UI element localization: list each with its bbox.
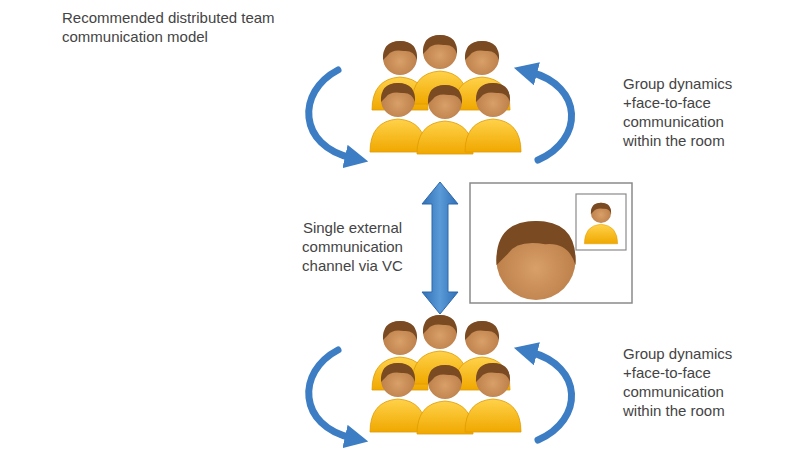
group-caption: Group dynamics +face-to-face communicati… [623, 344, 748, 420]
group-node: Group dynamics +face-to-face communicati… [360, 318, 790, 450]
team-group [370, 35, 521, 154]
group-node: Group dynamics +face-to-face communicati… [360, 38, 790, 178]
double-arrow [422, 182, 458, 314]
team-group [370, 315, 521, 434]
video-call-icon [470, 183, 632, 381]
edge-label: Single external communication channel vi… [295, 218, 410, 275]
group-caption: Group dynamics +face-to-face communicati… [623, 74, 748, 150]
diagram-title: Recommended distributed team communicati… [62, 8, 292, 46]
